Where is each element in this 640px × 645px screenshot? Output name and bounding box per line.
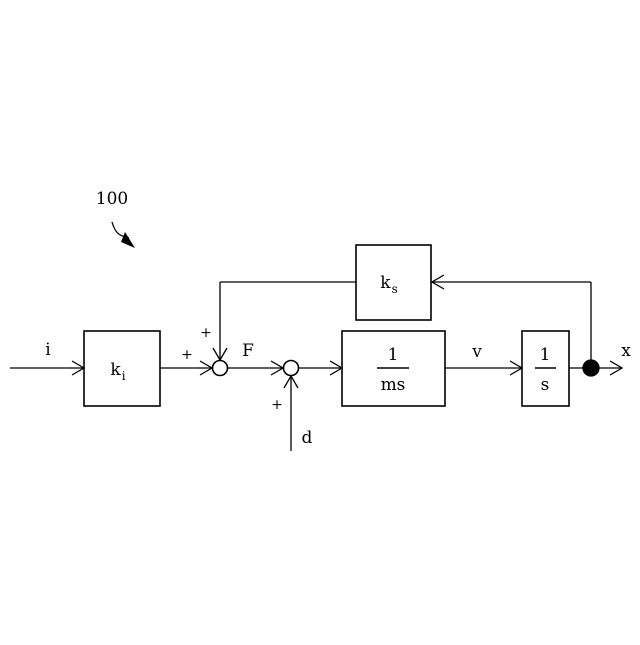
figure-reference-numeral: 100 [96, 189, 128, 209]
output-branch-point [583, 360, 599, 376]
velocity-signal-label: v [471, 342, 482, 362]
plant-denominator: ms [381, 375, 406, 395]
plant-numerator: 1 [388, 345, 399, 365]
integrator-denominator: s [541, 375, 550, 395]
summing-junction-2 [284, 361, 299, 376]
reference-leader-arrowhead [121, 232, 135, 248]
feedback-gain-subscript: s [392, 282, 398, 296]
sum1-input-sign: + [181, 347, 193, 363]
summing-junction-1 [213, 361, 228, 376]
output-signal-label: x [621, 341, 631, 361]
feedback-gain-label: ks [380, 273, 397, 296]
integrator-numerator: 1 [540, 345, 551, 365]
input-gain-subscript: i [122, 369, 126, 383]
feedback-gain-base: k [380, 273, 391, 293]
input-signal-label: i [45, 340, 51, 360]
input-gain-label: ki [110, 360, 125, 383]
input-gain-base: k [110, 360, 121, 380]
disturbance-signal-label: d [302, 428, 313, 448]
sum1-feedback-sign: + [200, 325, 212, 341]
force-signal-label: F [242, 341, 254, 361]
sum2-disturbance-sign: + [271, 397, 283, 413]
